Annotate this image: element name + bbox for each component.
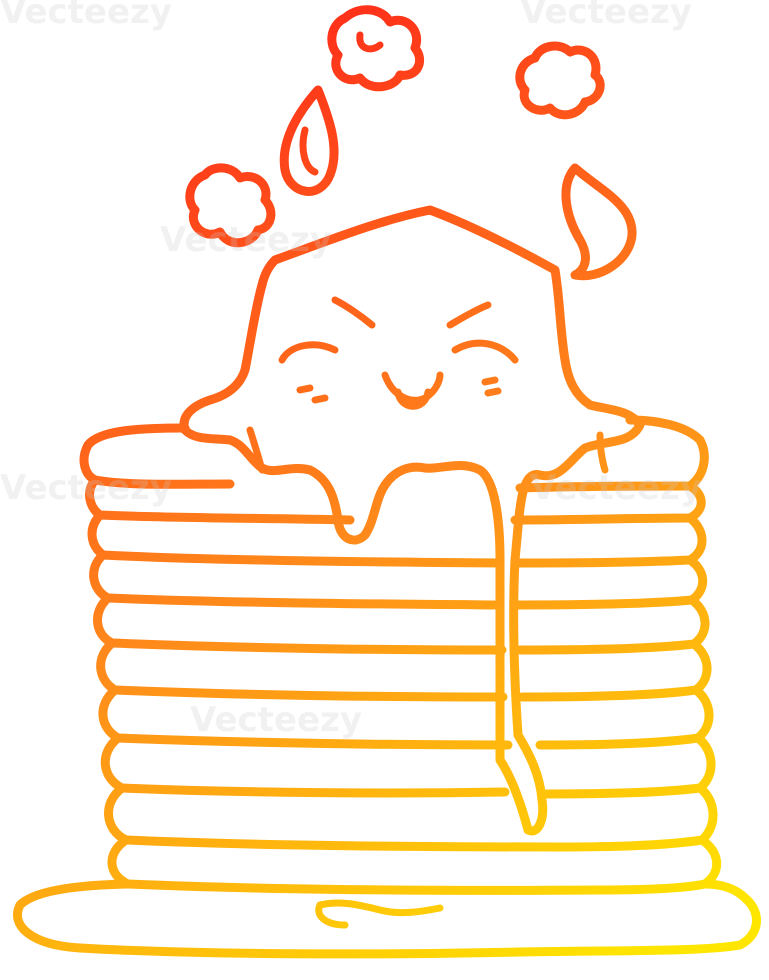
pancake-layer-8 [100,733,716,799]
syrup-puddle [13,879,761,959]
pancake-layer-3 [87,510,707,568]
butter-drip-2 [596,431,609,474]
steam-drop-left [279,85,339,196]
pancake-layer-6 [96,638,712,702]
steam-drop-inner [299,126,319,176]
syrup-inner-2 [315,901,349,929]
steam-puff-right [515,41,605,120]
tongue [394,388,432,410]
steam-puff-left [185,163,276,248]
pancake-layer-2 [85,475,706,525]
eye-left [278,341,339,364]
eye-right [451,339,519,364]
steam-puff-small-inner [356,31,384,53]
eyebrow-left [331,296,376,329]
pancake-layer-7 [98,685,714,750]
cheek-right-1 [481,376,499,386]
steam-drop-right [561,163,637,281]
syrup-inner [316,899,444,917]
butter-drip-1 [246,426,266,474]
butter-pat [179,205,645,836]
pancake-top [79,415,709,493]
steam-puff-top [327,5,424,92]
mouth [381,371,444,404]
eyebrow-right [446,301,492,329]
cheek-left-2 [311,394,329,404]
pancake-layer-5 [93,593,710,655]
cheek-left-1 [296,384,314,394]
pancake-layer-4 [89,550,708,610]
cheek-right-2 [484,387,502,397]
